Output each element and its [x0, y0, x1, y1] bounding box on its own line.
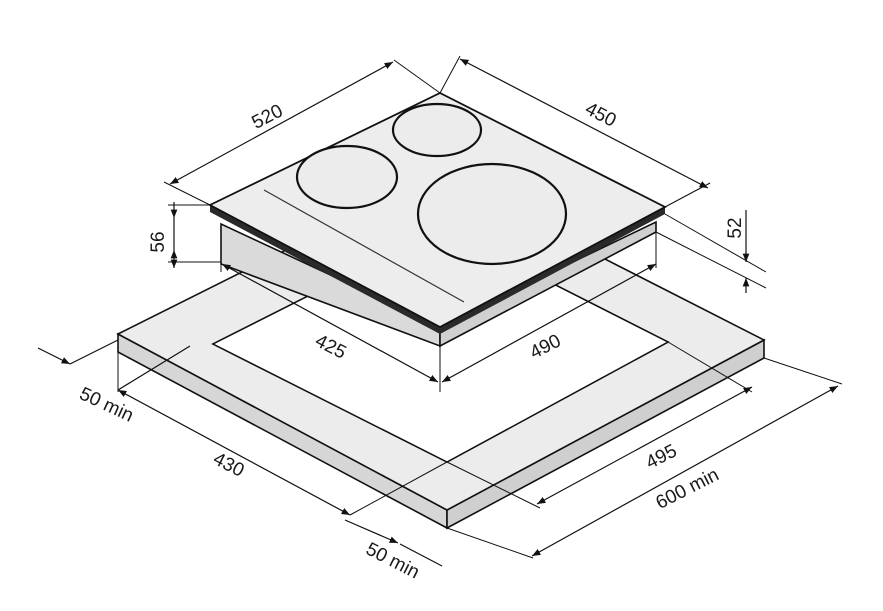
label-450: 450 — [582, 99, 620, 132]
label-600-min: 600 min — [653, 464, 723, 513]
dim-line-600-min — [531, 385, 839, 557]
cooking-zone-medium — [295, 144, 399, 210]
dim-line-430 — [117, 389, 351, 516]
label-495: 495 — [643, 441, 681, 474]
label-430: 430 — [210, 449, 248, 482]
dim-line-450 — [459, 58, 709, 189]
dim-line-425 — [221, 263, 439, 383]
label-56: 56 — [148, 231, 169, 252]
dim-line-50-min-left — [37, 347, 71, 365]
label-50-min-front: 50 min — [362, 539, 422, 584]
label-52: 52 — [725, 217, 746, 238]
cooking-zone-small — [391, 102, 483, 158]
cooking-zone-large — [416, 162, 568, 266]
dimension-lines — [37, 55, 843, 567]
label-520: 520 — [249, 101, 287, 134]
dim-line-50-min-front — [344, 519, 399, 544]
label-50-min-left: 50 min — [76, 383, 137, 426]
dim-line-520 — [169, 61, 394, 185]
dim-line-490 — [441, 263, 657, 383]
